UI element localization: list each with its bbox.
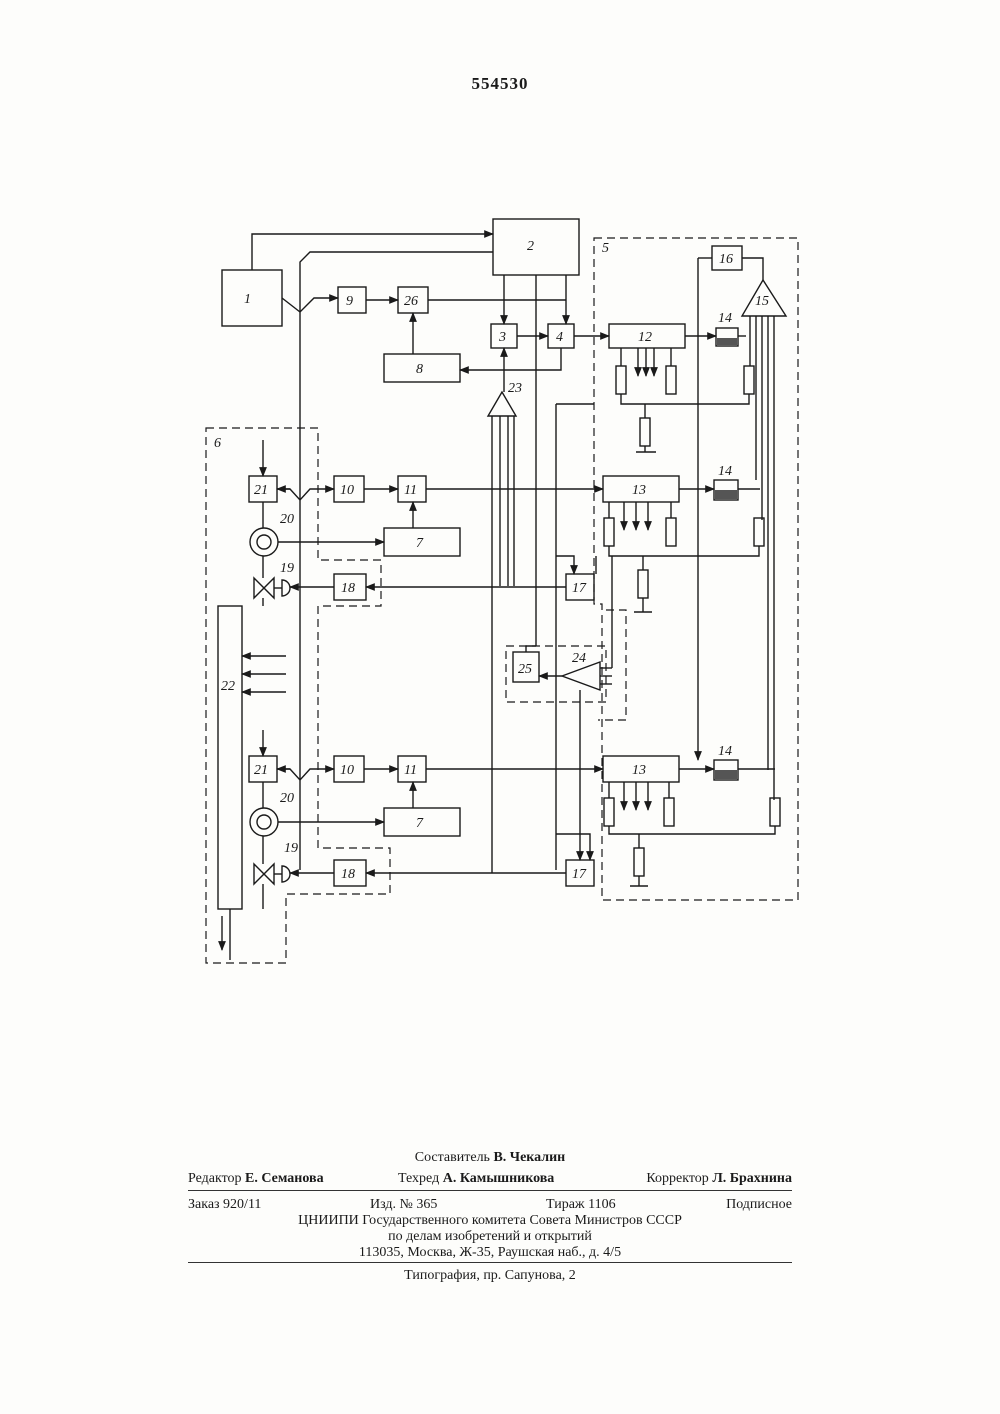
- printing-house: Типография, пр. Сапунова, 2: [188, 1268, 792, 1284]
- label-21a: 21: [254, 483, 268, 498]
- label-19a: 19: [280, 561, 294, 576]
- label-10a: 10: [340, 483, 354, 498]
- label-17a: 17: [572, 581, 587, 596]
- label-9: 9: [346, 294, 353, 309]
- label-10b: 10: [340, 763, 354, 778]
- label-15: 15: [755, 294, 769, 309]
- techred: Техред А. Камышникова: [398, 1171, 554, 1187]
- rule-2: [188, 1262, 792, 1263]
- label-13b: 13: [632, 763, 646, 778]
- amplifier-24: [562, 662, 600, 690]
- label-18b: 18: [341, 867, 355, 882]
- label-21b: 21: [254, 763, 268, 778]
- label-20b: 20: [280, 791, 294, 806]
- resistors: [604, 366, 780, 876]
- org-line-2: по делам изобретений и открытий: [188, 1229, 792, 1245]
- group-6-outline: [206, 428, 390, 963]
- label-12: 12: [638, 330, 652, 345]
- valve-19b: [254, 864, 274, 884]
- flowmeter-20a: [250, 528, 278, 556]
- subscription: Подписное: [726, 1197, 792, 1213]
- techred-role: Техред: [398, 1171, 439, 1186]
- label-2: 2: [527, 239, 534, 254]
- label-14b: 14: [718, 464, 732, 479]
- label-13a: 13: [632, 483, 646, 498]
- address: 113035, Москва, Ж-35, Раушская наб., д. …: [188, 1245, 792, 1261]
- valve-19a: [254, 578, 274, 598]
- edition-number: Изд. № 365: [370, 1197, 437, 1213]
- label-22: 22: [221, 679, 235, 694]
- label-16: 16: [719, 252, 733, 267]
- label-11b: 11: [404, 763, 417, 778]
- label-20a: 20: [280, 512, 294, 527]
- label-18a: 18: [341, 581, 355, 596]
- label-8: 8: [416, 362, 423, 377]
- techred-name: А. Камышникова: [443, 1171, 555, 1186]
- label-1: 1: [244, 292, 251, 307]
- editor: Редактор Е. Семанова: [188, 1171, 324, 1187]
- org-line-1: ЦНИИПИ Государственного комитета Совета …: [188, 1213, 792, 1229]
- label-11a: 11: [404, 483, 417, 498]
- editor-role: Редактор: [188, 1171, 242, 1186]
- label-7a: 7: [416, 536, 424, 551]
- corrector-name: Л. Брахнина: [712, 1171, 792, 1186]
- circulation: Тираж 1106: [546, 1197, 616, 1213]
- label-4: 4: [556, 330, 563, 345]
- label-14c: 14: [718, 744, 732, 759]
- compiler-line: Составитель В. Чекалин: [188, 1150, 792, 1166]
- label-19b: 19: [284, 841, 298, 856]
- label-17b: 17: [572, 867, 587, 882]
- label-25: 25: [518, 662, 532, 677]
- block-22: [218, 606, 242, 909]
- block-2: [493, 219, 579, 275]
- block-diagram: 1 2 3 4 5 6 7 7 8 9 10 10 11 11 12 13 13…: [0, 0, 1000, 1000]
- label-26: 26: [404, 294, 418, 309]
- compiler-role: Составитель: [415, 1150, 490, 1165]
- corrector-role: Корректор: [646, 1171, 708, 1186]
- compiler-name: В. Чекалин: [493, 1150, 565, 1165]
- label-7b: 7: [416, 816, 424, 831]
- flowmeter-20b: [250, 808, 278, 836]
- order-number: Заказ 920/11: [188, 1197, 261, 1213]
- label-3: 3: [498, 330, 506, 345]
- block-1: [222, 270, 282, 326]
- label-14a: 14: [718, 311, 732, 326]
- label-24: 24: [572, 651, 586, 666]
- corrector: Корректор Л. Брахнина: [646, 1171, 792, 1187]
- editor-name: Е. Семанова: [245, 1171, 324, 1186]
- rule-1: [188, 1190, 792, 1191]
- label-23: 23: [508, 381, 522, 396]
- label-6: 6: [214, 436, 221, 451]
- label-5: 5: [602, 241, 609, 256]
